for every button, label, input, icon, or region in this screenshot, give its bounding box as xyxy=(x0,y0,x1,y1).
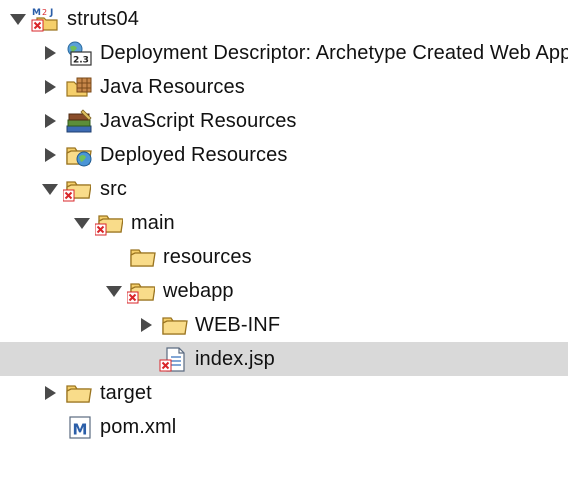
tree-item-deployment-descriptor[interactable]: 2.3 Deployment Descriptor: Archetype Cre… xyxy=(0,36,568,70)
folder-error-icon xyxy=(95,215,123,236)
chevron-right-icon[interactable] xyxy=(42,79,58,95)
tree-item-webapp[interactable]: webapp xyxy=(0,274,568,308)
tree-item-deployed-resources[interactable]: Deployed Resources xyxy=(0,138,568,172)
maven-web-project-icon: M 2 J xyxy=(31,8,58,32)
tree-item-label: resources xyxy=(163,246,252,268)
tree-item-target[interactable]: target xyxy=(0,376,568,410)
folder-error-icon xyxy=(63,181,91,202)
tree-item-label: Deployed Resources xyxy=(100,144,288,166)
svg-text:M: M xyxy=(32,8,41,18)
tree-item-web-inf[interactable]: WEB-INF xyxy=(0,308,568,342)
chevron-right-icon[interactable] xyxy=(42,45,58,61)
tree-item-label: struts04 xyxy=(67,8,139,30)
maven-pom-icon: M xyxy=(69,416,91,439)
tree-item-struts04[interactable]: M 2 J struts04 xyxy=(0,2,568,36)
tree-item-resources[interactable]: resources xyxy=(0,240,568,274)
tree-item-index-jsp[interactable]: index.jsp xyxy=(0,342,568,376)
tree-item-label: main xyxy=(131,212,175,234)
tree-item-label: pom.xml xyxy=(100,416,177,438)
tree-item-label: WEB-INF xyxy=(195,314,281,336)
deployed-resources-icon xyxy=(66,147,92,167)
folder-icon xyxy=(162,317,188,335)
tree-item-main[interactable]: main xyxy=(0,206,568,240)
deployment-descriptor-icon: 2.3 xyxy=(67,41,92,66)
folder-error-icon xyxy=(127,283,155,304)
chevron-right-icon[interactable] xyxy=(138,317,154,333)
tree-item-label: Java Resources xyxy=(100,76,245,98)
tree-item-label: index.jsp xyxy=(195,348,275,370)
tree-item-label: Deployment Descriptor: Archetype Created… xyxy=(100,42,568,64)
tree-item-label: webapp xyxy=(163,280,234,302)
tree-item-pom-xml[interactable]: M pom.xml xyxy=(0,410,568,444)
folder-icon xyxy=(66,385,92,403)
tree-item-label: JavaScript Resources xyxy=(100,110,297,132)
tree-item-label: target xyxy=(100,382,152,404)
chevron-down-icon[interactable] xyxy=(10,11,26,27)
svg-text:J: J xyxy=(49,8,53,18)
javascript-resources-icon xyxy=(66,109,92,133)
chevron-down-icon[interactable] xyxy=(106,283,122,299)
chevron-right-icon[interactable] xyxy=(42,113,58,129)
tree-item-label: src xyxy=(100,178,127,200)
svg-text:2.3: 2.3 xyxy=(73,56,89,66)
chevron-right-icon[interactable] xyxy=(42,385,58,401)
java-resources-icon xyxy=(66,77,92,97)
chevron-right-icon[interactable] xyxy=(42,147,58,163)
folder-icon xyxy=(130,249,156,267)
svg-text:M: M xyxy=(73,421,88,439)
svg-text:2: 2 xyxy=(42,8,47,17)
jsp-file-error-icon xyxy=(159,347,185,372)
tree-item-java-resources[interactable]: Java Resources xyxy=(0,70,568,104)
chevron-down-icon[interactable] xyxy=(74,215,90,231)
chevron-down-icon[interactable] xyxy=(42,181,58,197)
tree-item-src[interactable]: src xyxy=(0,172,568,206)
tree-item-javascript-resources[interactable]: JavaScript Resources xyxy=(0,104,568,138)
